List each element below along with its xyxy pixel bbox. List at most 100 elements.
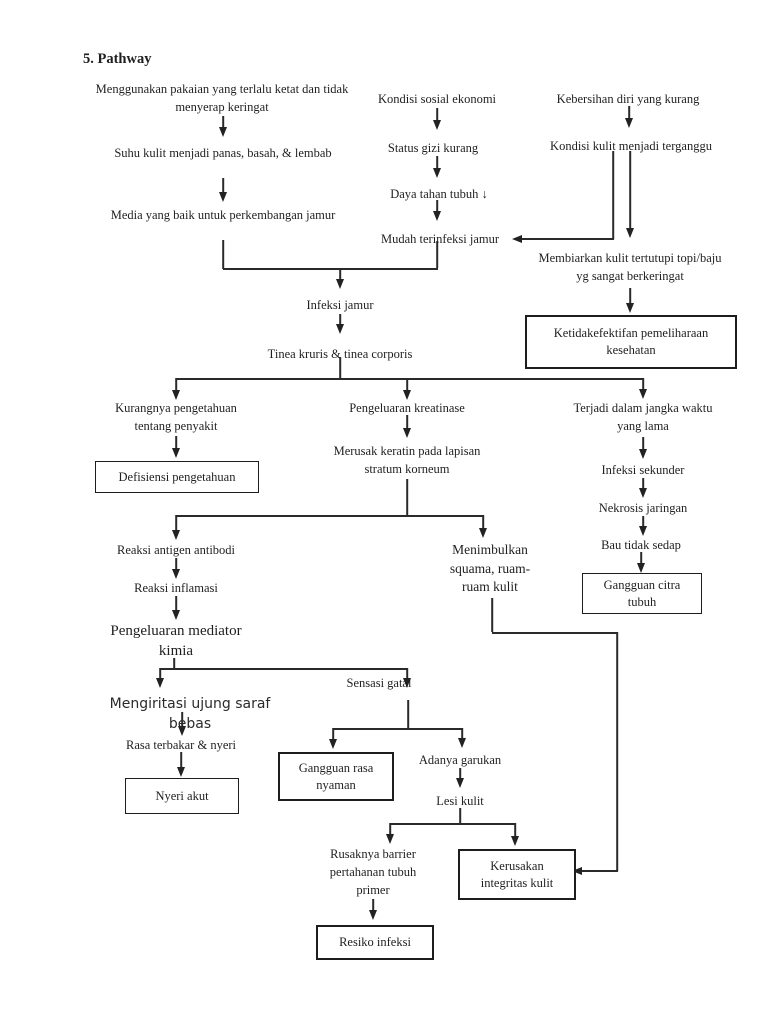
arrow-down-icon	[433, 120, 441, 130]
edge-sosial-gizi-line	[436, 108, 438, 120]
arrow-down-icon	[639, 488, 647, 498]
node-pengeluaran-kreatinase: Pengeluaran kreatinase	[349, 401, 465, 415]
edge-sekunder-nekrosis-line	[642, 478, 644, 488]
node-sensasi-gatal: Sensasi gatal	[346, 676, 412, 690]
node-suhu-kulit: Suhu kulit menjadi panas, basah, & lemba…	[114, 146, 332, 160]
node-reaksi-inflamasi: Reaksi inflamasi	[134, 581, 218, 595]
branch2-left-line	[175, 515, 177, 530]
box-resiko-infeksi: Resiko infeksi	[316, 925, 434, 960]
arrow-down-icon	[433, 168, 441, 178]
arrow-down-icon	[458, 738, 466, 748]
edge-kondisi-mudah-vline	[612, 151, 614, 239]
node-rasa-terbakar: Rasa terbakar & nyeri	[125, 738, 237, 752]
node-infeksi-sekunder: Infeksi sekunder	[601, 463, 685, 477]
edge-nekrosis-bau-line	[642, 516, 644, 526]
edge-kondisi-membiarkan-line	[629, 151, 631, 228]
arrow-down-icon	[403, 390, 411, 400]
branch1-mid-line	[406, 378, 408, 390]
branch3-left-line	[159, 668, 161, 678]
branch5-horizontal-line	[390, 823, 516, 825]
node-status-gizi: Status gizi kurang	[387, 141, 479, 155]
edge-menimbulkan-down-line	[491, 598, 493, 632]
node-media-jamur: Media yang baik untuk perkembangan jamur	[110, 208, 336, 222]
node-rusaknya-barrier: Rusaknya barrier pertahanan tubuh primer	[329, 847, 417, 897]
branch3-right-line	[406, 668, 408, 678]
box-gangguan-rasa-nyaman: Gangguan rasa nyaman	[278, 752, 394, 801]
node-kurangnya-pengetahuan: Kurangnya pengetahuan tentang penyakit	[115, 401, 237, 433]
edge-gizi-daya-line	[436, 156, 438, 168]
branch1-right-line	[642, 378, 644, 389]
box-nyeri-akut: Nyeri akut	[125, 778, 239, 814]
node-nekrosis: Nekrosis jaringan	[598, 501, 688, 515]
edge-garukan-lesi-line	[459, 768, 461, 778]
box-ketidakefektifan-pemeliharaan: Ketidakefektifan pemeliharaan kesehatan	[525, 315, 737, 369]
node-mudah-terinfeksi: Mudah terinfeksi jamur	[380, 232, 500, 246]
arrow-down-icon	[511, 836, 519, 846]
edge-merusak-branch-line	[406, 479, 408, 515]
node-mengiritasi-saraf: Mengiritasi ujung saraf bebas	[109, 696, 271, 732]
branch1-left-line	[175, 378, 177, 390]
branch5-left-line	[389, 823, 391, 834]
edge-mediator-branch-line	[173, 658, 175, 668]
arrow-down-icon	[403, 428, 411, 438]
edge-membiarkan-box-line	[629, 288, 631, 303]
arrow-down-icon	[172, 530, 180, 540]
edge-kondisi-mudah-hline	[522, 238, 614, 240]
branch4-horizontal-line	[333, 728, 463, 730]
edge-merge-infeksi-line	[339, 269, 341, 279]
node-menimbulkan-squama: Menimbulkan squama, ruam- ruam kulit	[449, 542, 531, 594]
node-pakaian: Menggunakan pakaian yang terlalu ketat d…	[95, 82, 349, 114]
node-tinea: Tinea kruris & tinea corporis	[267, 347, 413, 361]
arrow-down-icon	[626, 303, 634, 313]
edge-mengiritasi-rasa-line	[181, 712, 183, 726]
arrow-down-icon	[177, 767, 185, 777]
arrow-left-icon	[572, 867, 582, 875]
arrow-down-icon	[625, 118, 633, 128]
edge-antigen-inflamasi-line	[175, 558, 177, 569]
edge-media-merge-line	[222, 240, 224, 269]
edge-inflamasi-mediator-line	[175, 596, 177, 610]
arrow-down-icon	[219, 192, 227, 202]
edge-right-side-long-line	[616, 632, 618, 871]
branch4-right-line	[461, 728, 463, 738]
merge-horizontal-line	[223, 268, 438, 270]
page-title: 5. Pathway	[83, 51, 152, 67]
branch3-horizontal-line	[160, 668, 408, 670]
arrow-left-icon	[512, 235, 522, 243]
branch2-horizontal-line	[176, 515, 484, 517]
arrow-down-icon	[386, 834, 394, 844]
node-kondisi-kulit: Kondisi kulit menjadi terganggu	[550, 139, 712, 153]
node-kondisi-sosial: Kondisi sosial ekonomi	[377, 92, 497, 106]
arrow-down-icon	[172, 448, 180, 458]
edge-daya-mudah-line	[436, 200, 438, 211]
arrow-down-icon	[172, 569, 180, 579]
arrow-down-icon	[403, 678, 411, 688]
arrow-down-icon	[172, 610, 180, 620]
edge-rasa-nyeri-line	[180, 752, 182, 767]
branch5-right-line	[514, 823, 516, 836]
node-reaksi-antigen: Reaksi antigen antibodi	[116, 543, 236, 557]
node-bau-tidak-sedap: Bau tidak sedap	[601, 538, 681, 552]
arrow-down-icon	[456, 778, 464, 788]
arrow-down-icon	[626, 228, 634, 238]
node-lesi-kulit: Lesi kulit	[436, 794, 484, 808]
node-infeksi-jamur: Infeksi jamur	[306, 298, 374, 312]
node-membiarkan: Membiarkan kulit tertutupi topi/baju yg …	[538, 251, 722, 283]
node-daya-tahan: Daya tahan tubuh ↓	[390, 187, 488, 201]
edge-menimbulkan-jog-line	[492, 632, 618, 634]
edge-infeksi-tinea-line	[339, 314, 341, 324]
node-adanya-garukan: Adanya garukan	[418, 753, 502, 767]
arrow-down-icon	[639, 526, 647, 536]
arrow-down-icon	[637, 563, 645, 573]
arrow-down-icon	[178, 726, 186, 736]
edge-kurangnya-defisiensi-line	[175, 436, 177, 448]
edge-bau-citra-line	[640, 552, 642, 563]
arrow-down-icon	[336, 279, 344, 289]
box-defisiensi-pengetahuan: Defisiensi pengetahuan	[95, 461, 259, 493]
node-kebersihan: Kebersihan diri yang kurang	[556, 92, 700, 106]
edge-rusaknya-resiko-line	[372, 899, 374, 910]
box-gangguan-citra-tubuh: Gangguan citra tubuh	[582, 573, 702, 614]
edge-kebersihan-kondisi-line	[628, 106, 630, 118]
arrow-down-icon	[433, 211, 441, 221]
edge-pakaian-suhu-line	[222, 116, 224, 127]
